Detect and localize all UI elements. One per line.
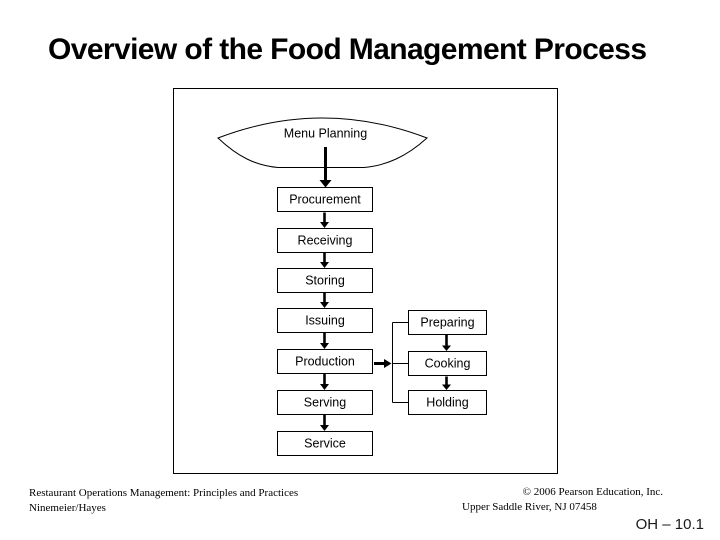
flow-box-issuing [277,308,373,333]
arrow-storing-to-issuing [320,293,329,308]
footer-authors: Ninemeier/Hayes [29,502,106,514]
flow-label-holding: Holding [426,396,468,410]
flow-box-service [277,431,373,456]
flow-label-storing: Storing [305,274,345,288]
footer-location: Upper Saddle River, NJ 07458 [462,501,597,513]
flow-box-cooking [408,351,487,376]
flow-box-serving [277,390,373,415]
menu-planning-label: Menu Planning [284,127,367,141]
flow-label-receiving: Receiving [298,234,353,248]
footer-left-block: Restaurant Operations Management: Princi… [29,486,298,516]
bracket-connector [392,322,409,403]
flow-box-production [277,349,373,374]
arrow-head-banner-to-procurement [319,180,332,188]
flow-label-production: Production [295,355,355,369]
flow-label-serving: Serving [304,396,346,410]
arrow-cooking-to-holding [442,376,451,390]
flow-box-procurement [277,187,373,212]
flow-box-storing [277,268,373,293]
arrow-serving-to-service [320,415,329,431]
flow-box-receiving [277,228,373,253]
slide-number: OH – 10.1 [635,516,704,533]
arrow-production-to-serving [320,374,329,390]
flow-label-preparing: Preparing [420,316,474,330]
flow-label-issuing: Issuing [305,314,345,328]
footer-book-title: Restaurant Operations Management: Princi… [29,487,299,499]
diagram-frame [173,88,558,474]
slide-title: Overview of the Food Management Process [48,33,647,66]
arrow-issuing-to-production [320,333,329,349]
flow-label-procurement: Procurement [289,193,361,207]
footer-copyright: © 2006 Pearson Education, Inc. [522,486,663,498]
arrow-procurement-to-receiving [320,212,329,228]
arrow-preparing-to-cooking [442,335,451,351]
arrow-receiving-to-storing [320,253,329,268]
flow-box-holding [408,390,487,415]
arrow-production-to-bracket [374,359,392,368]
menu-planning-banner-shape [217,117,428,168]
flow-label-service: Service [304,437,346,451]
flow-label-cooking: Cooking [425,357,471,371]
